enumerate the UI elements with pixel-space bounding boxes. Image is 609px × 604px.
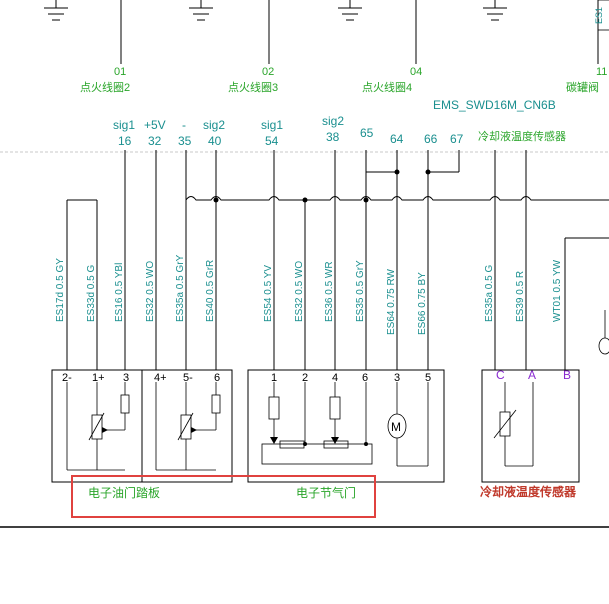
pin-02-signal: 点火线圈3	[228, 80, 278, 94]
pedal-pin: 1+	[92, 372, 105, 384]
throttle-motor: M	[387, 382, 429, 467]
ground-icon	[189, 0, 213, 21]
ecu-pin-number: 16	[118, 134, 132, 148]
ecu-pin-number: 66	[424, 132, 438, 146]
wire-label: ES35 0.5 GrY	[355, 260, 366, 322]
throttle-label: 电子节气门	[296, 485, 356, 500]
wire-label: ES35a 0.5 G	[484, 265, 495, 322]
wire-labels: ES17d 0.5 GY ES33d 0.5 G ES16 0.5 YBl ES…	[55, 254, 563, 335]
connector-name: EMS_SWD16M_CN6B	[433, 98, 556, 112]
pin-11-signal: 碳罐阀	[566, 80, 599, 94]
pin-01-number: 01	[114, 66, 126, 78]
wire-label: ES40 0.5 GrR	[205, 260, 216, 322]
highlight-box	[71, 475, 376, 518]
wire-label: ES36 0.5 WR	[324, 261, 335, 322]
junction-dots	[213, 169, 431, 203]
pedal-sensor-2	[155, 382, 221, 471]
ecu-pin-number: 35	[178, 134, 192, 148]
wire-label: WT01 0.5 YW	[552, 259, 563, 322]
throttle-box	[247, 369, 445, 483]
ground-icon	[483, 0, 507, 21]
throttle-pin: 5	[425, 372, 431, 384]
ecu-pin-number: 32	[148, 134, 162, 148]
ecu-pin-signal: sig1	[261, 118, 283, 132]
motor-icon: M	[391, 420, 401, 434]
ecu-wires	[124, 150, 460, 370]
pin-01-signal: 点火线圈2	[80, 80, 130, 94]
wire-label: ES17d 0.5 GY	[55, 258, 66, 322]
throttle-sensor	[261, 382, 373, 465]
corner-label: ES1	[594, 7, 604, 24]
wire-label: ES16 0.5 YBl	[114, 263, 125, 322]
pedal-pin: 5-	[183, 372, 193, 384]
wire-label: ES54 0.5 YV	[263, 265, 274, 322]
ground-icon	[44, 0, 68, 21]
throttle-pin: 4	[332, 372, 338, 384]
ecu-pin-number: 67	[450, 132, 464, 146]
pedal-pin: 4+	[154, 372, 167, 384]
ecu-pins: sig1 16 +5V 32 - 35 sig2 40 sig1 54 sig2…	[113, 114, 464, 148]
ecu-pin-signal: -	[182, 118, 186, 132]
wire-label: ES32 0.5 WO	[294, 261, 305, 322]
wire-label: ES33d 0.5 G	[86, 265, 97, 322]
pedal-pin: 2-	[62, 372, 72, 384]
pedal-pin: 6	[214, 372, 220, 384]
ecu-pin-number: 38	[326, 130, 340, 144]
wire-label: ES39 0.5 R	[515, 271, 526, 322]
pin-11-number: 11	[596, 66, 607, 78]
throttle-pin: 1	[271, 372, 277, 384]
ecu-pin-signal: sig1	[113, 118, 135, 132]
wire-label: ES64 0.75 RW	[386, 268, 397, 335]
pedal-pin: 3	[123, 372, 129, 384]
throttle-pin: 3	[394, 372, 400, 384]
ground-symbols	[44, 0, 507, 21]
pin-04-signal: 点火线圈4	[362, 80, 412, 94]
ecu-pin-number: 65	[360, 126, 374, 140]
coolant-thermistor	[493, 382, 534, 467]
pedal-label: 电子油门踏板	[88, 485, 160, 500]
ecu-pin-number: 54	[265, 134, 279, 148]
coolant-pin: A	[528, 368, 536, 382]
coolant-pin: B	[563, 368, 571, 382]
coolant-pin: C	[496, 368, 505, 382]
ecu-pin-signal: sig2	[322, 114, 344, 128]
pedal-sensor-1	[66, 382, 130, 471]
throttle-pin: 6	[362, 372, 368, 384]
pin-02-number: 02	[262, 66, 274, 78]
coolant-box	[481, 369, 580, 483]
ecu-pin-signal: sig2	[203, 118, 225, 132]
ecu-pin-number: 64	[390, 132, 404, 146]
ground-icon	[338, 0, 362, 21]
wire-label: ES35a 0.5 GrY	[175, 254, 186, 322]
pin-04-number: 04	[410, 66, 422, 78]
ecu-pin-signal: +5V	[144, 118, 166, 132]
wire-label: ES32 0.5 WO	[145, 261, 156, 322]
throttle-pin: 2	[302, 372, 308, 384]
ecu-pin-number: 40	[208, 134, 222, 148]
wire-label: ES66 0.75 BY	[417, 272, 428, 335]
coolant-label-top: 冷却液温度传感器	[478, 129, 566, 143]
coolant-label: 冷却液温度传感器	[480, 484, 577, 499]
